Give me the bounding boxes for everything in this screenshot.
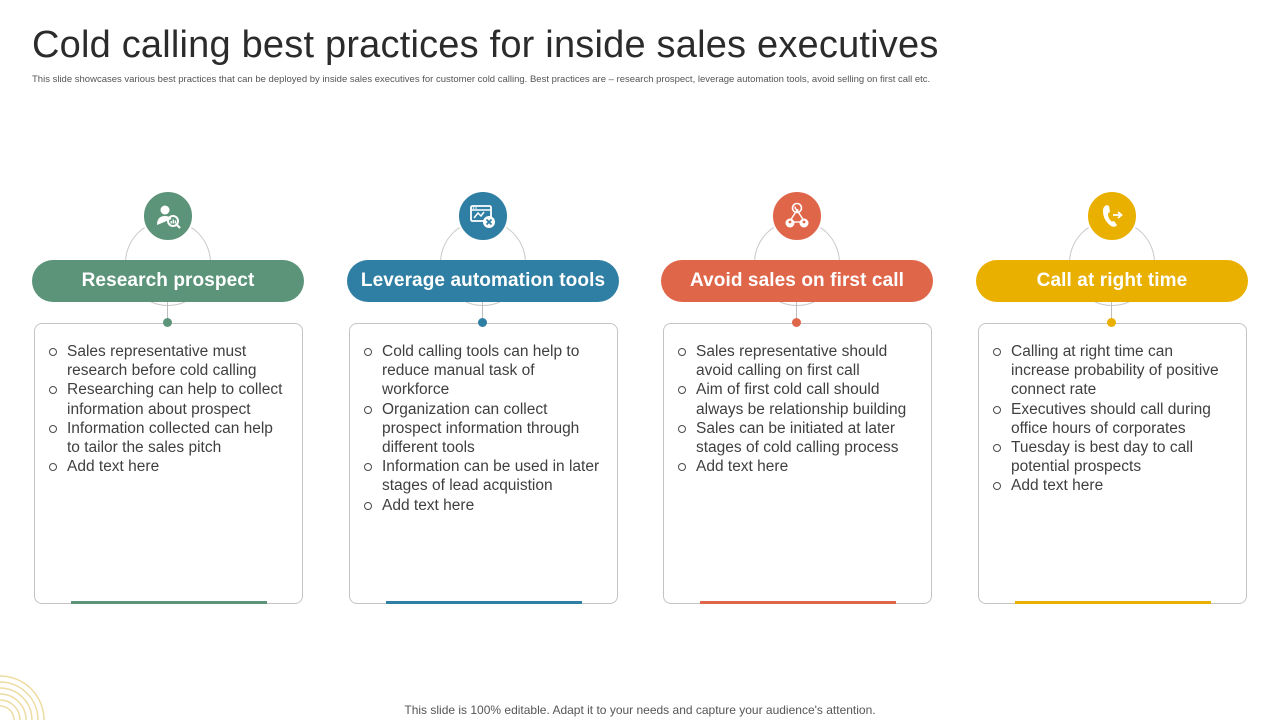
practice-heading: Leverage automation tools <box>347 260 619 302</box>
connector-line <box>482 302 483 322</box>
practice-heading: Research prospect <box>32 260 304 302</box>
practice-column-research: Research prospect Sales representative m… <box>32 190 304 610</box>
connector-line <box>796 302 797 322</box>
practice-card: Calling at right time can increase proba… <box>978 323 1247 604</box>
call-network-icon <box>771 190 823 242</box>
list-item: Executives should call during office hou… <box>993 400 1232 438</box>
accent-bar <box>71 601 267 604</box>
list-item: Cold calling tools can help to reduce ma… <box>364 342 603 400</box>
practice-card: Sales representative must research befor… <box>34 323 303 604</box>
list-item: Add text here <box>49 457 288 476</box>
bullet-list: Sales representative must research befor… <box>49 342 288 476</box>
list-item: Researching can help to collect informat… <box>49 380 288 418</box>
accent-bar <box>700 601 896 604</box>
list-item: Add text here <box>364 496 603 515</box>
list-item: Tuesday is best day to call potential pr… <box>993 438 1232 476</box>
list-item: Information can be used in later stages … <box>364 457 603 495</box>
connector-dot <box>1107 318 1116 327</box>
list-item: Sales representative should avoid callin… <box>678 342 917 380</box>
phone-forward-icon <box>1086 190 1138 242</box>
practice-heading: Avoid sales on first call <box>661 260 933 302</box>
slide-subtitle: This slide showcases various best practi… <box>32 74 931 85</box>
connector-line <box>1111 302 1112 322</box>
corner-decoration <box>0 675 45 720</box>
accent-bar <box>386 601 582 604</box>
connector-dot <box>163 318 172 327</box>
practice-card: Cold calling tools can help to reduce ma… <box>349 323 618 604</box>
list-item: Add text here <box>993 476 1232 495</box>
list-item: Sales representative must research befor… <box>49 342 288 380</box>
connector-dot <box>478 318 487 327</box>
person-analytics-icon <box>142 190 194 242</box>
bullet-list: Cold calling tools can help to reduce ma… <box>364 342 603 515</box>
list-item: Aim of first cold call should always be … <box>678 380 917 418</box>
connector-line <box>167 302 168 322</box>
list-item: Information collected can help to tailor… <box>49 419 288 457</box>
slide-title: Cold calling best practices for inside s… <box>32 24 939 66</box>
practice-column-right-time: Call at right time Calling at right time… <box>976 190 1248 610</box>
bullet-list: Calling at right time can increase proba… <box>993 342 1232 496</box>
practice-heading: Call at right time <box>976 260 1248 302</box>
list-item: Organization can collect prospect inform… <box>364 400 603 458</box>
accent-bar <box>1015 601 1211 604</box>
connector-dot <box>792 318 801 327</box>
practice-column-avoid-sales: Avoid sales on first call Sales represen… <box>661 190 933 610</box>
practice-column-automation: Leverage automation tools Cold calling t… <box>347 190 619 610</box>
automation-browser-icon <box>457 190 509 242</box>
practice-card: Sales representative should avoid callin… <box>663 323 932 604</box>
list-item: Add text here <box>678 457 917 476</box>
bullet-list: Sales representative should avoid callin… <box>678 342 917 476</box>
list-item: Sales can be initiated at later stages o… <box>678 419 917 457</box>
list-item: Calling at right time can increase proba… <box>993 342 1232 400</box>
slide-footer: This slide is 100% editable. Adapt it to… <box>404 703 876 717</box>
